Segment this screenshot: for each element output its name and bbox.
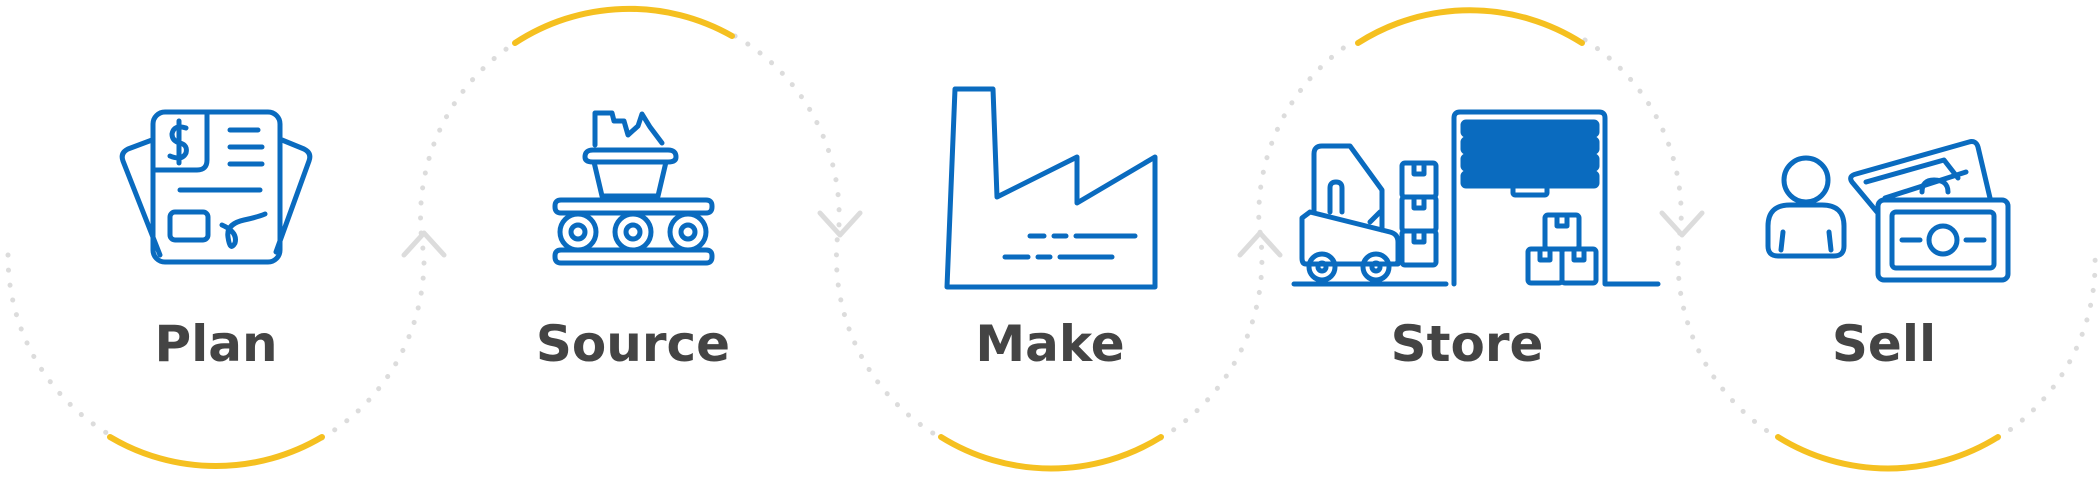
- dotted-arc-5: [1582, 37, 1781, 441]
- step-label-make: Make: [975, 315, 1124, 373]
- chevron-up-icon: [1237, 230, 1283, 258]
- accent-arc-source: [512, 5, 735, 46]
- dotted-arc-4: [1158, 37, 1358, 441]
- accent-arcs: [107, 5, 2001, 472]
- step-label-sell: Sell: [1832, 315, 1936, 373]
- dotted-wave: [5, 33, 2098, 441]
- dotted-arc-3: [732, 33, 944, 441]
- step-labels: Plan Source Make Store Sell: [154, 315, 1936, 373]
- dotted-arc-1: [5, 252, 113, 438]
- step-label-store: Store: [1391, 315, 1544, 373]
- accent-arc-plan: [107, 434, 325, 469]
- factory-icon: [944, 86, 1158, 290]
- step-label-source: Source: [536, 315, 730, 373]
- person-money-icon: [1765, 139, 2011, 283]
- step-label-plan: Plan: [154, 315, 277, 373]
- direction-chevrons: [401, 210, 1705, 258]
- accent-arc-sell: [1775, 434, 2001, 472]
- dotted-arc-2: [319, 42, 515, 441]
- dotted-arc-6: [1995, 252, 2098, 441]
- chevron-up-icon: [401, 230, 447, 258]
- accent-arc-store: [1355, 7, 1585, 46]
- source-conveyor-icon: [552, 110, 715, 266]
- plan-document-icon: [119, 109, 313, 265]
- warehouse-forklift-icon: [1291, 109, 1661, 287]
- accent-arc-make: [938, 434, 1164, 472]
- chevron-down-icon: [817, 210, 863, 238]
- chevron-down-icon: [1659, 210, 1705, 238]
